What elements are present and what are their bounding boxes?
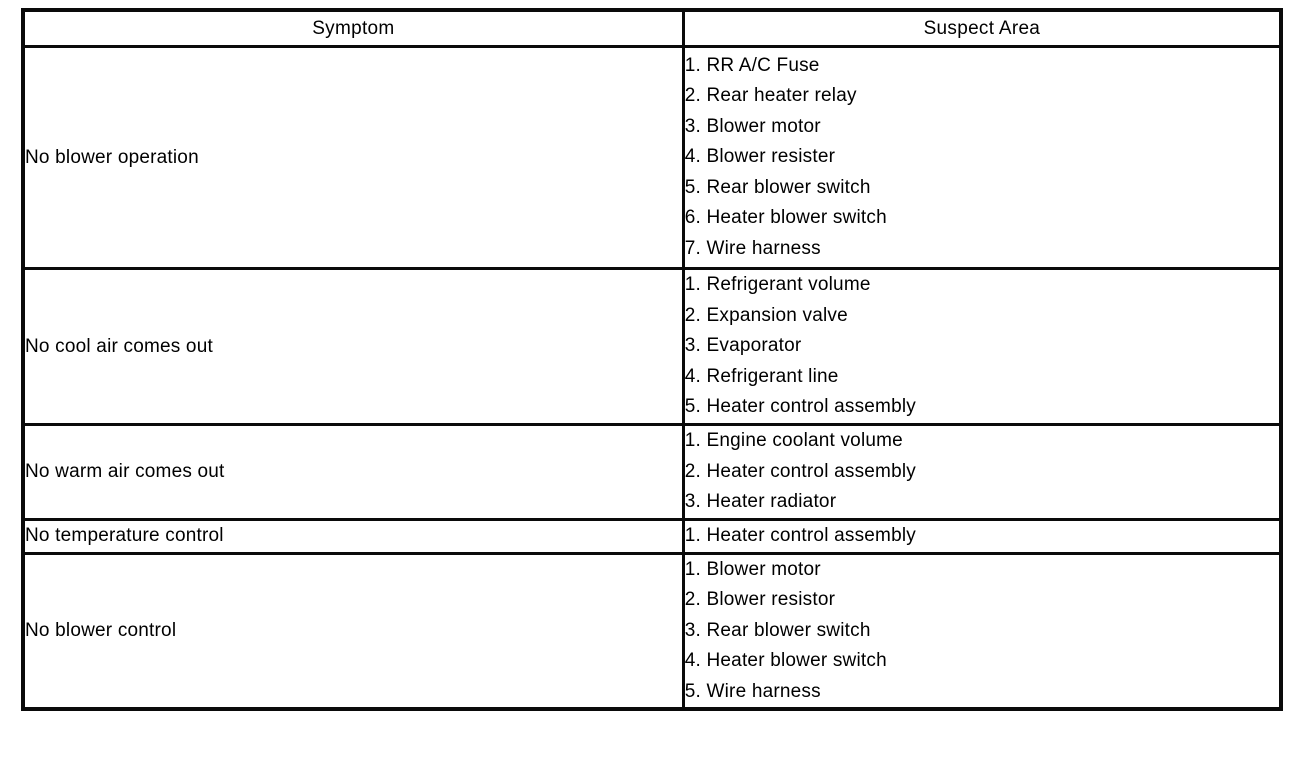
- symptom-column-header: Symptom: [21, 8, 685, 48]
- suspect-area-cell: 1. RR A/C Fuse 2. Rear heater relay 3. Blo…: [681, 45, 1283, 270]
- suspect-item: 4. Refrigerant line: [684, 365, 839, 387]
- header-row: Symptom Suspect Area: [21, 8, 1283, 48]
- suspect-item: 3. Evaporator: [684, 335, 802, 357]
- suspect-item: 1. Blower motor: [684, 558, 821, 580]
- suspect-item: 2. Rear heater relay: [684, 85, 857, 107]
- suspect-item: 1. Heater control assembly: [684, 525, 916, 546]
- suspect-area-cell: 1. Engine coolant volume 2. Heater contro…: [681, 423, 1283, 521]
- symptom-cell: No cool air comes out: [21, 267, 685, 426]
- symptom-cell: No warm air comes out: [21, 423, 685, 521]
- suspect-item: 1. RR A/C Fuse: [684, 54, 820, 76]
- suspect-item: 7. Wire harness: [684, 237, 821, 259]
- suspect-item: 2. Expansion valve: [684, 304, 848, 326]
- symptom-suspect-table: Symptom Suspect Area No blower operation…: [21, 8, 1283, 711]
- suspect-item: 6. Heater blower switch: [684, 207, 887, 229]
- suspect-item: 1. Engine coolant volume: [684, 430, 903, 452]
- suspect-item: 5. Rear blower switch: [684, 176, 871, 198]
- suspect-item: 3. Heater radiator: [684, 491, 837, 513]
- suspect-item: 3. Rear blower switch: [684, 619, 871, 641]
- suspect-area-column-header: Suspect Area: [681, 8, 1283, 48]
- suspect-item: 5. Heater control assembly: [684, 396, 916, 418]
- suspect-item: 2. Heater control assembly: [684, 460, 916, 482]
- suspect-item: 3. Blower motor: [684, 115, 821, 137]
- suspect-item: 4. Blower resister: [684, 146, 836, 168]
- suspect-item: 5. Wire harness: [684, 680, 821, 702]
- suspect-area-cell: 1. Blower motor 2. Blower resistor 3. Rear…: [681, 551, 1283, 711]
- suspect-item: 1. Refrigerant volume: [684, 274, 871, 296]
- suspect-area-cell: 1. Refrigerant volume 2. Expansion valve 3…: [681, 267, 1283, 426]
- symptom-cell: No temperature control: [21, 518, 685, 555]
- suspect-area-cell: 1. Heater control assembly: [681, 518, 1283, 555]
- suspect-item: 4. Heater blower switch: [684, 650, 887, 671]
- symptom-cell: No blower control: [21, 551, 685, 711]
- suspect-item: 2. Blower resistor: [684, 589, 836, 610]
- symptom-cell: No blower operation: [21, 45, 685, 270]
